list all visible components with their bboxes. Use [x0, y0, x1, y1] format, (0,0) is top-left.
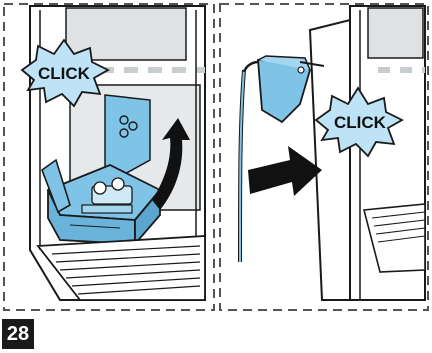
blue-lever-part	[240, 56, 324, 262]
machine-display-area-right	[368, 8, 423, 58]
illustration-canvas: CLICK	[0, 0, 432, 316]
click-label-left: CLICK	[38, 64, 91, 83]
panel-right: CLICK	[220, 4, 428, 310]
click-label-right: CLICK	[334, 113, 387, 132]
straight-arrow-right	[248, 146, 322, 196]
step-number-badge: 28	[2, 319, 34, 349]
panel-left: CLICK	[4, 4, 214, 310]
